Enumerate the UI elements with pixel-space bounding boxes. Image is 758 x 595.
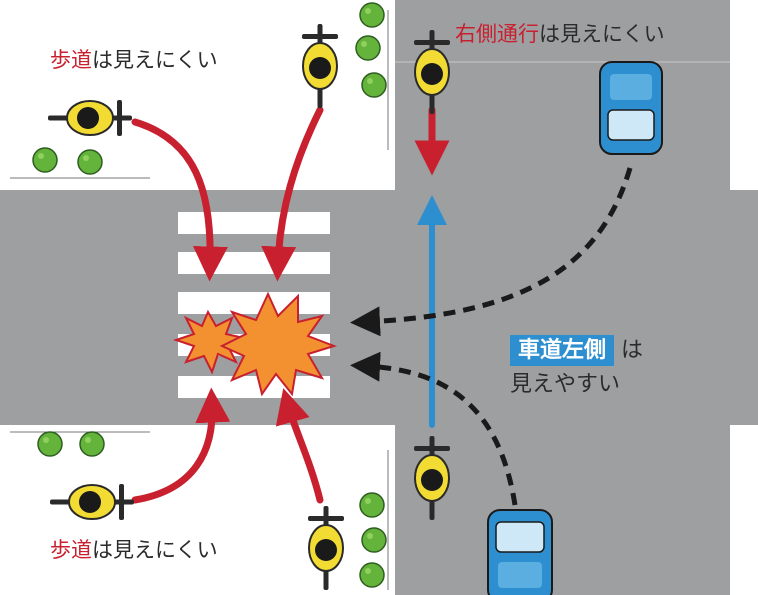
label-top-left-rest: は見えにくい <box>92 48 218 72</box>
label-bottom-left-highlight: 歩道 <box>50 538 92 562</box>
collision-burst-large <box>219 291 338 397</box>
label-top-left: 歩道は見えにくい <box>50 50 218 71</box>
danger-arrow-bottom-left <box>131 387 231 504</box>
bicycle-icon <box>308 506 344 590</box>
car-icon <box>487 509 553 595</box>
sidewalk-corner-top-right <box>730 0 758 190</box>
label-right-rest: は <box>621 338 644 363</box>
label-right: 車道左側 は 見えやすい <box>510 335 644 397</box>
sidewalk-corner-top-left <box>0 0 395 190</box>
crosswalk-stripe <box>178 376 330 398</box>
bicycle-icon <box>302 24 338 108</box>
crosswalk-stripe <box>178 252 330 274</box>
danger-arrows <box>131 106 450 504</box>
sidewalk-corner-bottom-left <box>0 425 395 595</box>
label-right-line2: 見えやすい <box>510 372 621 397</box>
danger-arrow-top-right <box>261 106 324 282</box>
left-side-badge: 車道左側 <box>510 335 615 366</box>
bicycle-icon <box>50 484 134 520</box>
danger-arrow-bottom-right <box>275 388 324 504</box>
bicycle-icon <box>48 100 132 136</box>
car-icon <box>599 61 663 155</box>
car-paths <box>350 167 633 506</box>
label-bottom-left-rest: は見えにくい <box>92 538 218 562</box>
crosswalk-stripe <box>178 292 330 314</box>
label-top-right-highlight: 右側通行 <box>455 22 539 46</box>
bicycle-icon <box>414 436 450 520</box>
collision-burst-icon <box>172 291 338 397</box>
tree-group-bottom-right <box>359 492 387 588</box>
label-top-right-rest: は見えにくい <box>539 22 665 46</box>
danger-arrow-top-left <box>131 118 228 282</box>
label-top-right: 右側通行は見えにくい <box>455 24 665 45</box>
car-path-top <box>350 167 633 337</box>
label-top-left-highlight: 歩道 <box>50 48 92 72</box>
bicycle-icon <box>414 30 450 114</box>
label-bottom-left: 歩道は見えにくい <box>50 540 218 561</box>
sidewalk-corner-bottom-right <box>730 425 758 595</box>
road-horizontal <box>0 190 758 425</box>
collision-burst-small <box>172 309 247 375</box>
crosswalk-stripe <box>178 212 330 234</box>
